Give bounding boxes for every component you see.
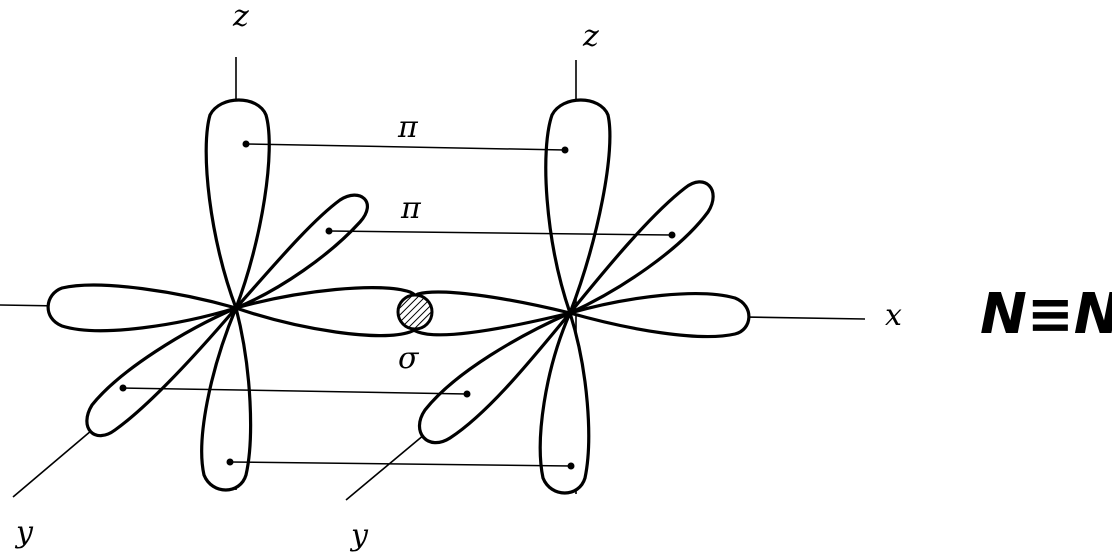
dot-right-pz-upper — [561, 146, 569, 154]
y-axis-label-left: y — [14, 515, 34, 550]
right-px-right-lobe — [568, 292, 751, 339]
dot-right-py-front — [463, 390, 471, 398]
z-axis-label-right: z — [582, 19, 599, 54]
z-axis-label-left: z — [232, 0, 249, 34]
pi-bond-label-middle: π — [400, 191, 422, 226]
left-px-left-lobe — [46, 283, 238, 333]
right-py-front-lobe — [417, 311, 572, 445]
left-pz-upper-lobe — [204, 98, 271, 310]
right-py-back-lobe — [568, 180, 715, 315]
dot-right-py-back — [668, 231, 676, 239]
dot-left-pz-upper — [242, 140, 250, 148]
right-pz-lower-lobe — [538, 311, 591, 495]
pi-bond-label-upper: π — [397, 110, 419, 145]
y-axis-label-right: y — [349, 518, 369, 553]
pi-bond-line-lower — [229, 461, 572, 467]
pi-bond-line-lower-back — [122, 387, 468, 395]
dot-left-py-front — [119, 384, 127, 392]
sigma-overlap-region — [396, 293, 434, 331]
pi-bond-line-middle — [328, 230, 673, 236]
left-nitrogen-atom — [46, 98, 369, 492]
dot-left-py-back — [325, 227, 333, 235]
sigma-bond-overlap — [234, 286, 572, 338]
left-py-back-lobe — [234, 193, 369, 310]
x-axis-label: x — [885, 298, 902, 333]
pi-bond-connectors — [119, 140, 676, 470]
right-nitrogen-atom — [417, 98, 751, 495]
sigma-bond-label: σ — [398, 341, 420, 376]
dot-left-pz-lower — [226, 458, 234, 466]
right-pz-upper-lobe — [544, 98, 612, 315]
pi-bond-line-upper — [245, 143, 566, 151]
left-py-front-lobe — [85, 306, 238, 438]
molecule-formula: N≡N — [980, 282, 1112, 347]
dot-right-pz-lower — [567, 462, 575, 470]
